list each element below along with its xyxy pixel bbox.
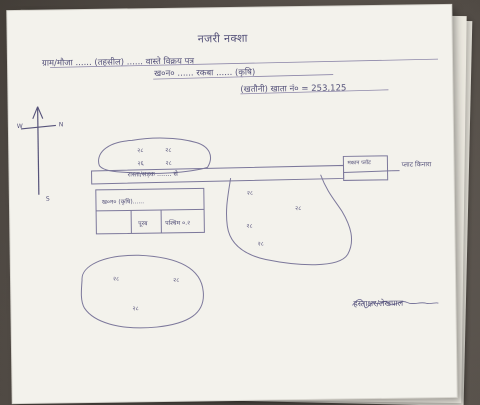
plot-outline-center-right [225, 174, 353, 266]
small-structure-box [342, 155, 389, 181]
underline-1 [50, 58, 439, 68]
land-table [95, 187, 205, 235]
plot-label-center-right-2: २८ [295, 205, 302, 213]
plot-label-bottom-left-1: २८ [112, 275, 120, 283]
signature-scribble [352, 298, 439, 309]
north-arrow-side-label: W [16, 122, 23, 130]
paper-sheet: नजरी नक्शा ग्राम/मौजा ...... (तहसील) ...… [7, 4, 457, 404]
plot-label-top-left-3: २६ [137, 160, 144, 168]
plot-outline-bottom-left [80, 254, 204, 329]
north-arrow-crossbar [20, 124, 56, 130]
table-row-1: ख०न० (कृषि)...... [101, 198, 145, 206]
plot-label-center-right-3: २८ [246, 222, 253, 230]
signature-text: हस्ताक्षर/लेखपाल [353, 298, 404, 309]
road-label: रास्ता/सड़क ....... से [127, 169, 178, 179]
north-arrow-bottom-label: S [45, 195, 50, 203]
plot-label-top-left-2: २८ [165, 146, 172, 154]
underline-3 [240, 89, 389, 95]
map-drawing [20, 58, 439, 329]
plot-outline-top-left [98, 137, 211, 174]
plot-label-top-left-1: २८ [137, 147, 144, 155]
land-table-row-divider [96, 208, 205, 212]
north-arrow-head [32, 106, 44, 119]
plot-label-bottom-left-2: २८ [173, 276, 180, 284]
plot-label-bottom-left-3: २८ [132, 305, 139, 313]
table-cell-row-2-col-3: पश्चिम ०.२ [165, 219, 191, 227]
plot-label-center-right-4: २८ [257, 240, 264, 248]
plot-label-center-right-1: २८ [246, 189, 254, 197]
small-box-label: मकान प्लॉट [347, 160, 371, 167]
right-side-label: प्लाट किनारा [401, 160, 432, 169]
north-arrow-label: N [58, 121, 64, 129]
road-extension [343, 170, 392, 173]
underline-2 [153, 74, 334, 80]
north-arrow-shaft [37, 106, 40, 195]
table-cell-row-2-col-2: पूरब [138, 220, 148, 228]
plot-label-top-left-4: २८ [165, 159, 172, 167]
